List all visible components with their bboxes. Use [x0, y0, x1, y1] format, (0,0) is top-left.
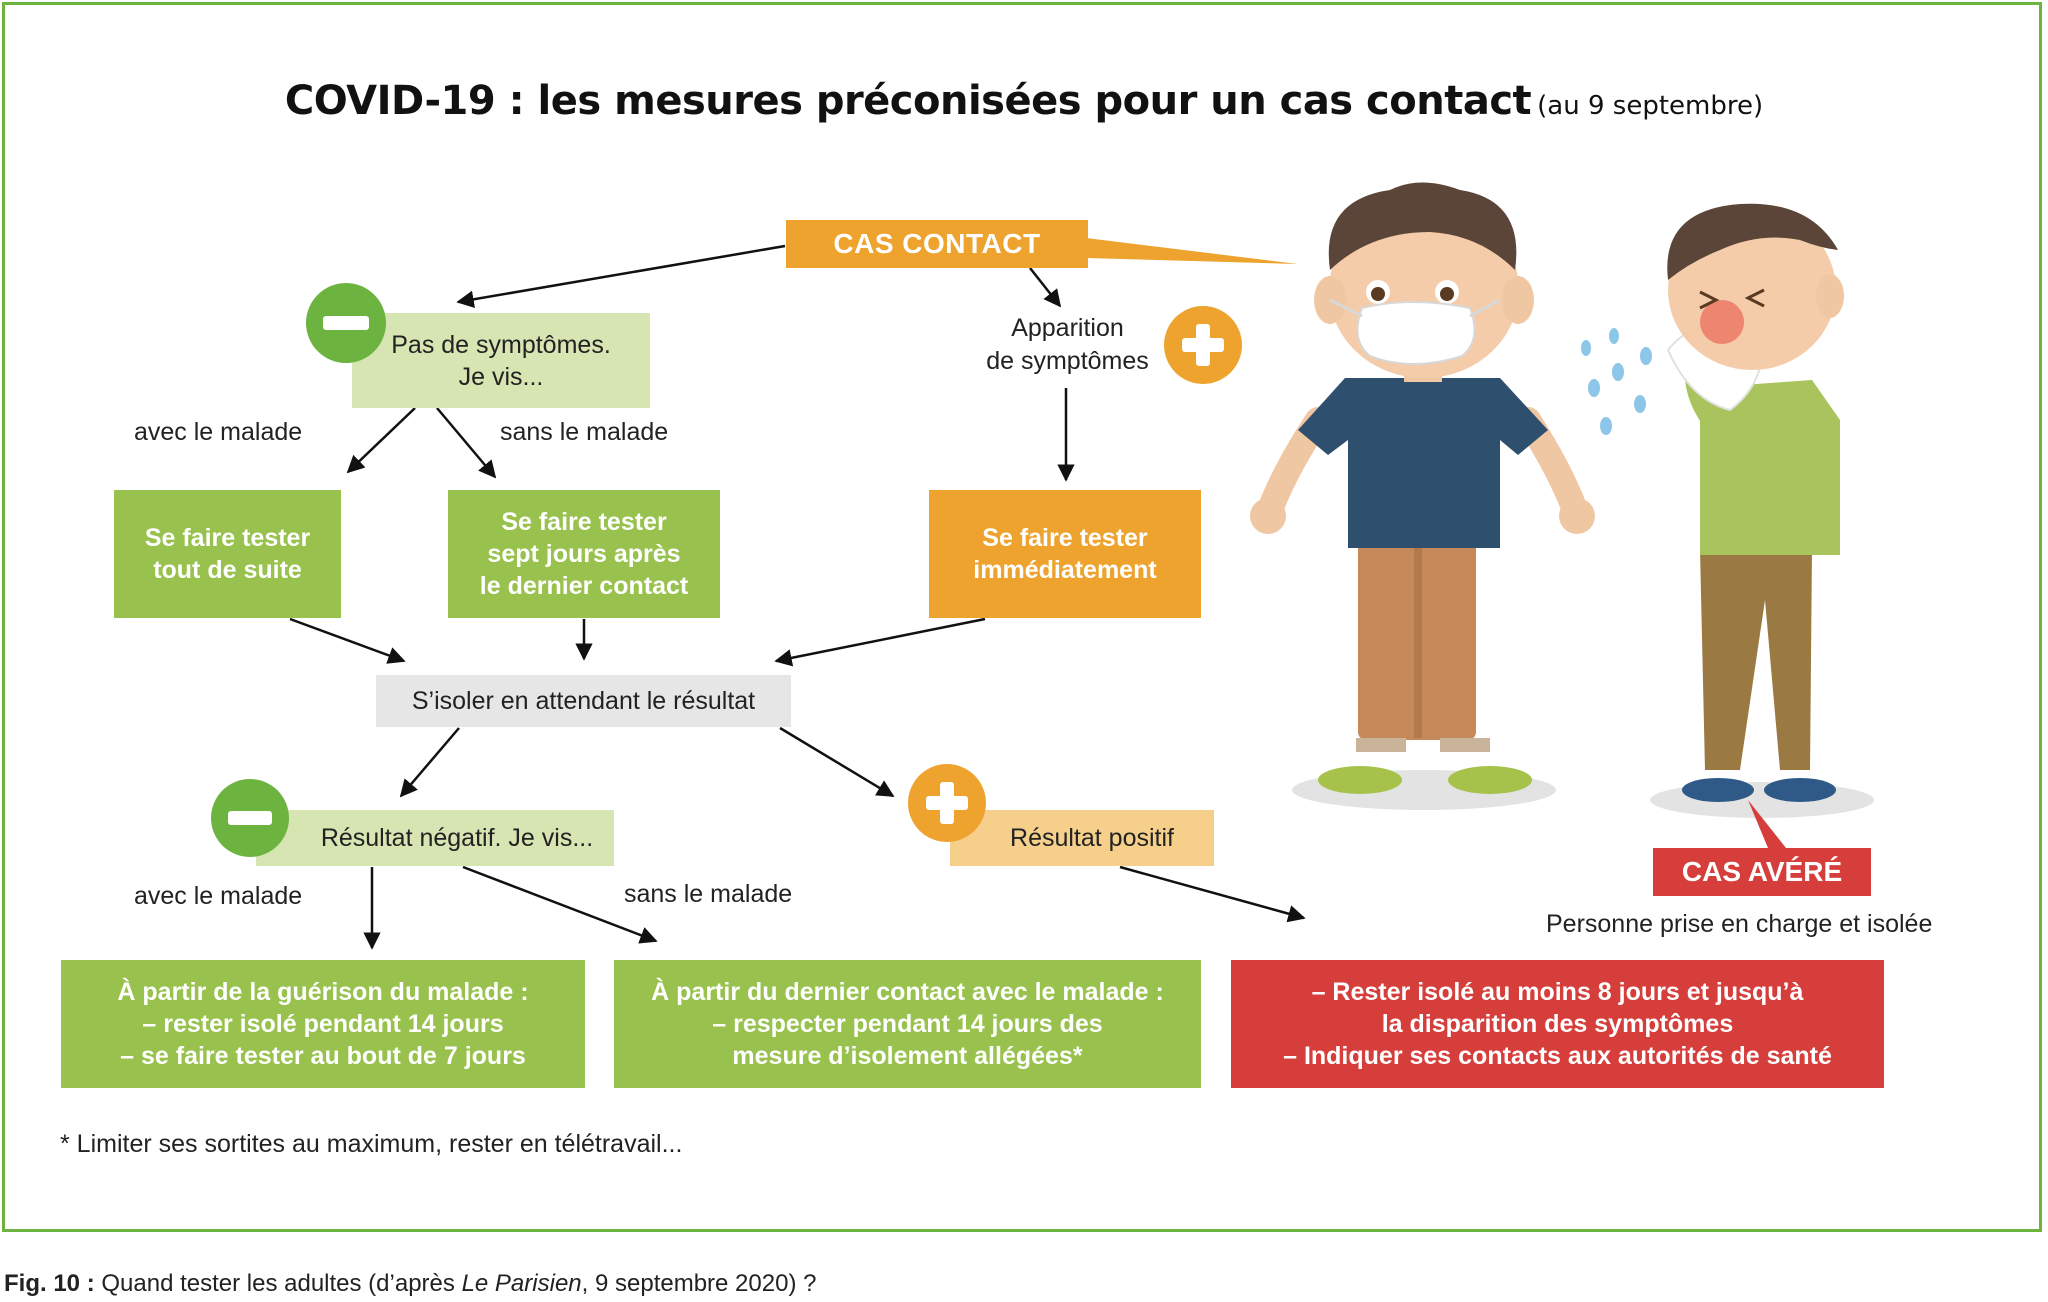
negative-result-box: Résultat négatif. Je vis...: [256, 810, 614, 866]
figure-caption: Fig. 10 : Quand tester les adultes (d’ap…: [4, 1270, 816, 1298]
positive-result-label: Résultat positif: [1010, 824, 1174, 852]
cas-avere-description: Personne prise en charge et isolée: [1546, 910, 1933, 938]
result-sans-box: À partir du dernier contact avec le mala…: [614, 960, 1201, 1088]
arrow-test-immediat-to-isolate: [774, 617, 986, 667]
cas-contact-label: CAS CONTACT: [833, 228, 1041, 260]
caption-text-before: Quand tester les adultes (d’après: [94, 1270, 462, 1297]
arrow-contact-to-symptoms: [1029, 267, 1062, 308]
plus-icon: [908, 764, 986, 842]
minus-icon: [211, 779, 289, 857]
test-now-line2: tout de suite: [153, 556, 302, 584]
arrow-isolate-to-positive: [779, 726, 895, 798]
test-seven-days-box: Se faire tester sept jours après le dernie…: [448, 490, 720, 618]
symptoms-line2: de symptômes: [986, 347, 1149, 375]
negative-result-label: Résultat négatif. Je vis...: [320, 824, 594, 852]
title-date: (au 9 septembre): [1537, 91, 1764, 121]
label-sans-malade-2: sans le malade: [624, 880, 793, 908]
title-main: COVID-19 : les mesures préconisées pour …: [284, 78, 1532, 124]
test-immediately-line1: Se faire tester: [982, 524, 1148, 552]
caption-text-after: , 9 septembre 2020) ?: [581, 1270, 817, 1297]
arrow-positive-to-result: [1119, 865, 1306, 923]
cas-avere-label: CAS AVÉRÉ: [1681, 856, 1843, 888]
test-immediately-box: Se faire tester immédiatement: [929, 490, 1201, 618]
arrow-contact-to-no-symptoms: [456, 244, 786, 308]
test-seven-line3: le dernier contact: [479, 572, 689, 600]
symptoms-line1: Apparition: [1011, 314, 1124, 342]
result-positive-line3: – Indiquer ses contacts aux autorités de…: [1283, 1042, 1832, 1070]
result-sans-line1: À partir du dernier contact avec le mala…: [651, 978, 1164, 1006]
page-title: COVID-19 : les mesures préconisées pour …: [0, 78, 2048, 124]
test-seven-line2: sept jours après: [487, 540, 681, 568]
result-positive-line2: la disparition des symptômes: [1381, 1010, 1734, 1038]
label-avec-malade-2: avec le malade: [134, 882, 303, 910]
result-positive-line1: – Rester isolé au moins 8 jours et jusqu…: [1311, 978, 1804, 1006]
test-seven-line1: Se faire tester: [501, 508, 667, 536]
result-positive-box: – Rester isolé au moins 8 jours et jusqu…: [1231, 960, 1884, 1088]
result-avec-line2: – rester isolé pendant 14 jours: [142, 1010, 504, 1038]
result-avec-box: À partir de la guérison du malade : – res…: [61, 960, 585, 1088]
plus-icon: [1164, 306, 1242, 384]
footnote: * Limiter ses sortites au maximum, reste…: [60, 1130, 683, 1158]
arrow-negative-sans: [462, 865, 658, 944]
label-sans-malade-1: sans le malade: [500, 418, 669, 446]
caption-fig-number: Fig. 10 :: [4, 1270, 95, 1297]
arrow-no-symptoms-sans: [436, 407, 497, 479]
symptoms-label: Apparition de symptômes: [970, 312, 1165, 378]
result-avec-line3: – se faire tester au bout de 7 jours: [120, 1042, 526, 1070]
positive-result-box: Résultat positif: [950, 810, 1214, 866]
result-avec-line1: À partir de la guérison du malade :: [117, 978, 529, 1006]
test-now-line1: Se faire tester: [144, 524, 311, 552]
result-sans-line3: mesure d’isolement allégées*: [732, 1042, 1083, 1070]
arrow-no-symptoms-avec: [346, 407, 416, 474]
label-avec-malade-1: avec le malade: [134, 418, 303, 446]
test-now-box: Se faire tester tout de suite: [114, 490, 341, 618]
no-symptoms-line2: Je vis...: [458, 362, 544, 391]
no-symptoms-box: Pas de symptômes. Je vis...: [352, 313, 650, 408]
result-sans-line2: – respecter pendant 14 jours des: [712, 1010, 1103, 1038]
isolate-label: S’isoler en attendant le résultat: [411, 687, 756, 715]
minus-icon: [306, 283, 386, 363]
isolate-box: S’isoler en attendant le résultat: [376, 675, 791, 727]
no-symptoms-line1: Pas de symptômes.: [391, 330, 611, 359]
arrow-isolate-to-negative: [399, 727, 460, 798]
test-immediately-line2: immédiatement: [973, 556, 1157, 584]
arrow-test-suite-to-isolate: [289, 617, 406, 664]
cas-avere-tag: CAS AVÉRÉ: [1653, 848, 1871, 896]
cas-contact-box: CAS CONTACT: [786, 220, 1088, 268]
caption-source: Le Parisien: [461, 1270, 582, 1297]
